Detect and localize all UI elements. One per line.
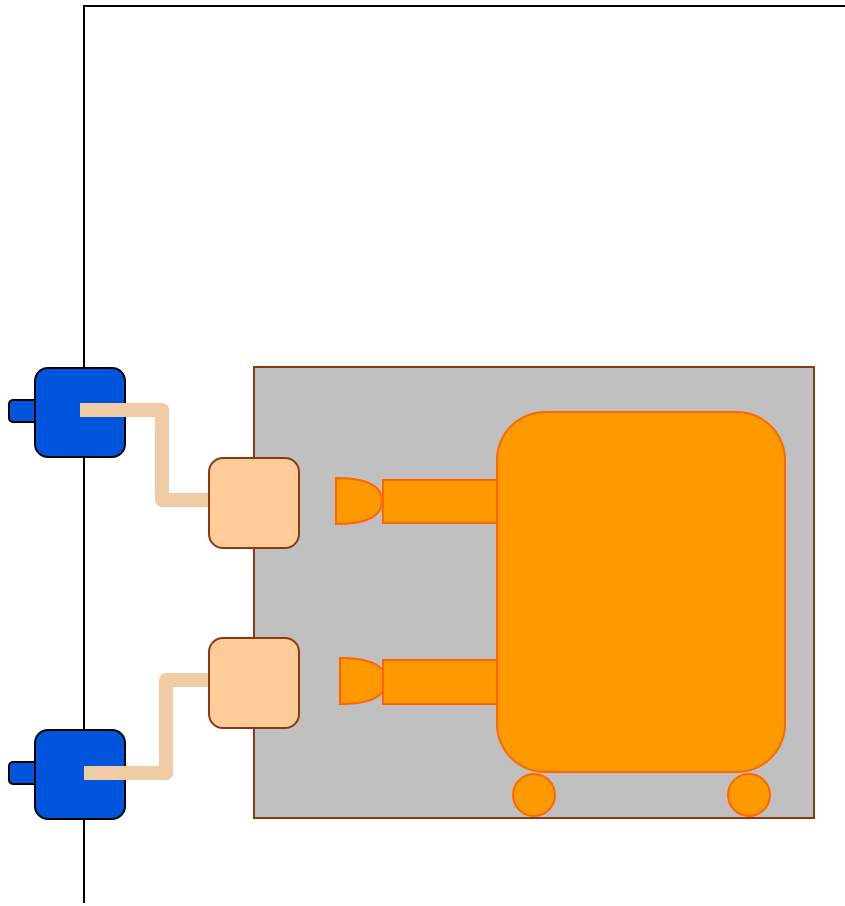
frame-border — [83, 5, 845, 903]
wheel-icon — [512, 773, 556, 817]
tank-arm-bottom — [382, 659, 502, 705]
tank-icon[interactable] — [496, 411, 786, 773]
junction-box-icon[interactable] — [208, 457, 300, 549]
port-bottom[interactable] — [8, 729, 126, 820]
wheel-icon — [727, 773, 771, 817]
nozzle-icon — [335, 476, 384, 526]
tank-arm-top — [382, 479, 502, 524]
junction-box-icon[interactable] — [208, 637, 300, 729]
